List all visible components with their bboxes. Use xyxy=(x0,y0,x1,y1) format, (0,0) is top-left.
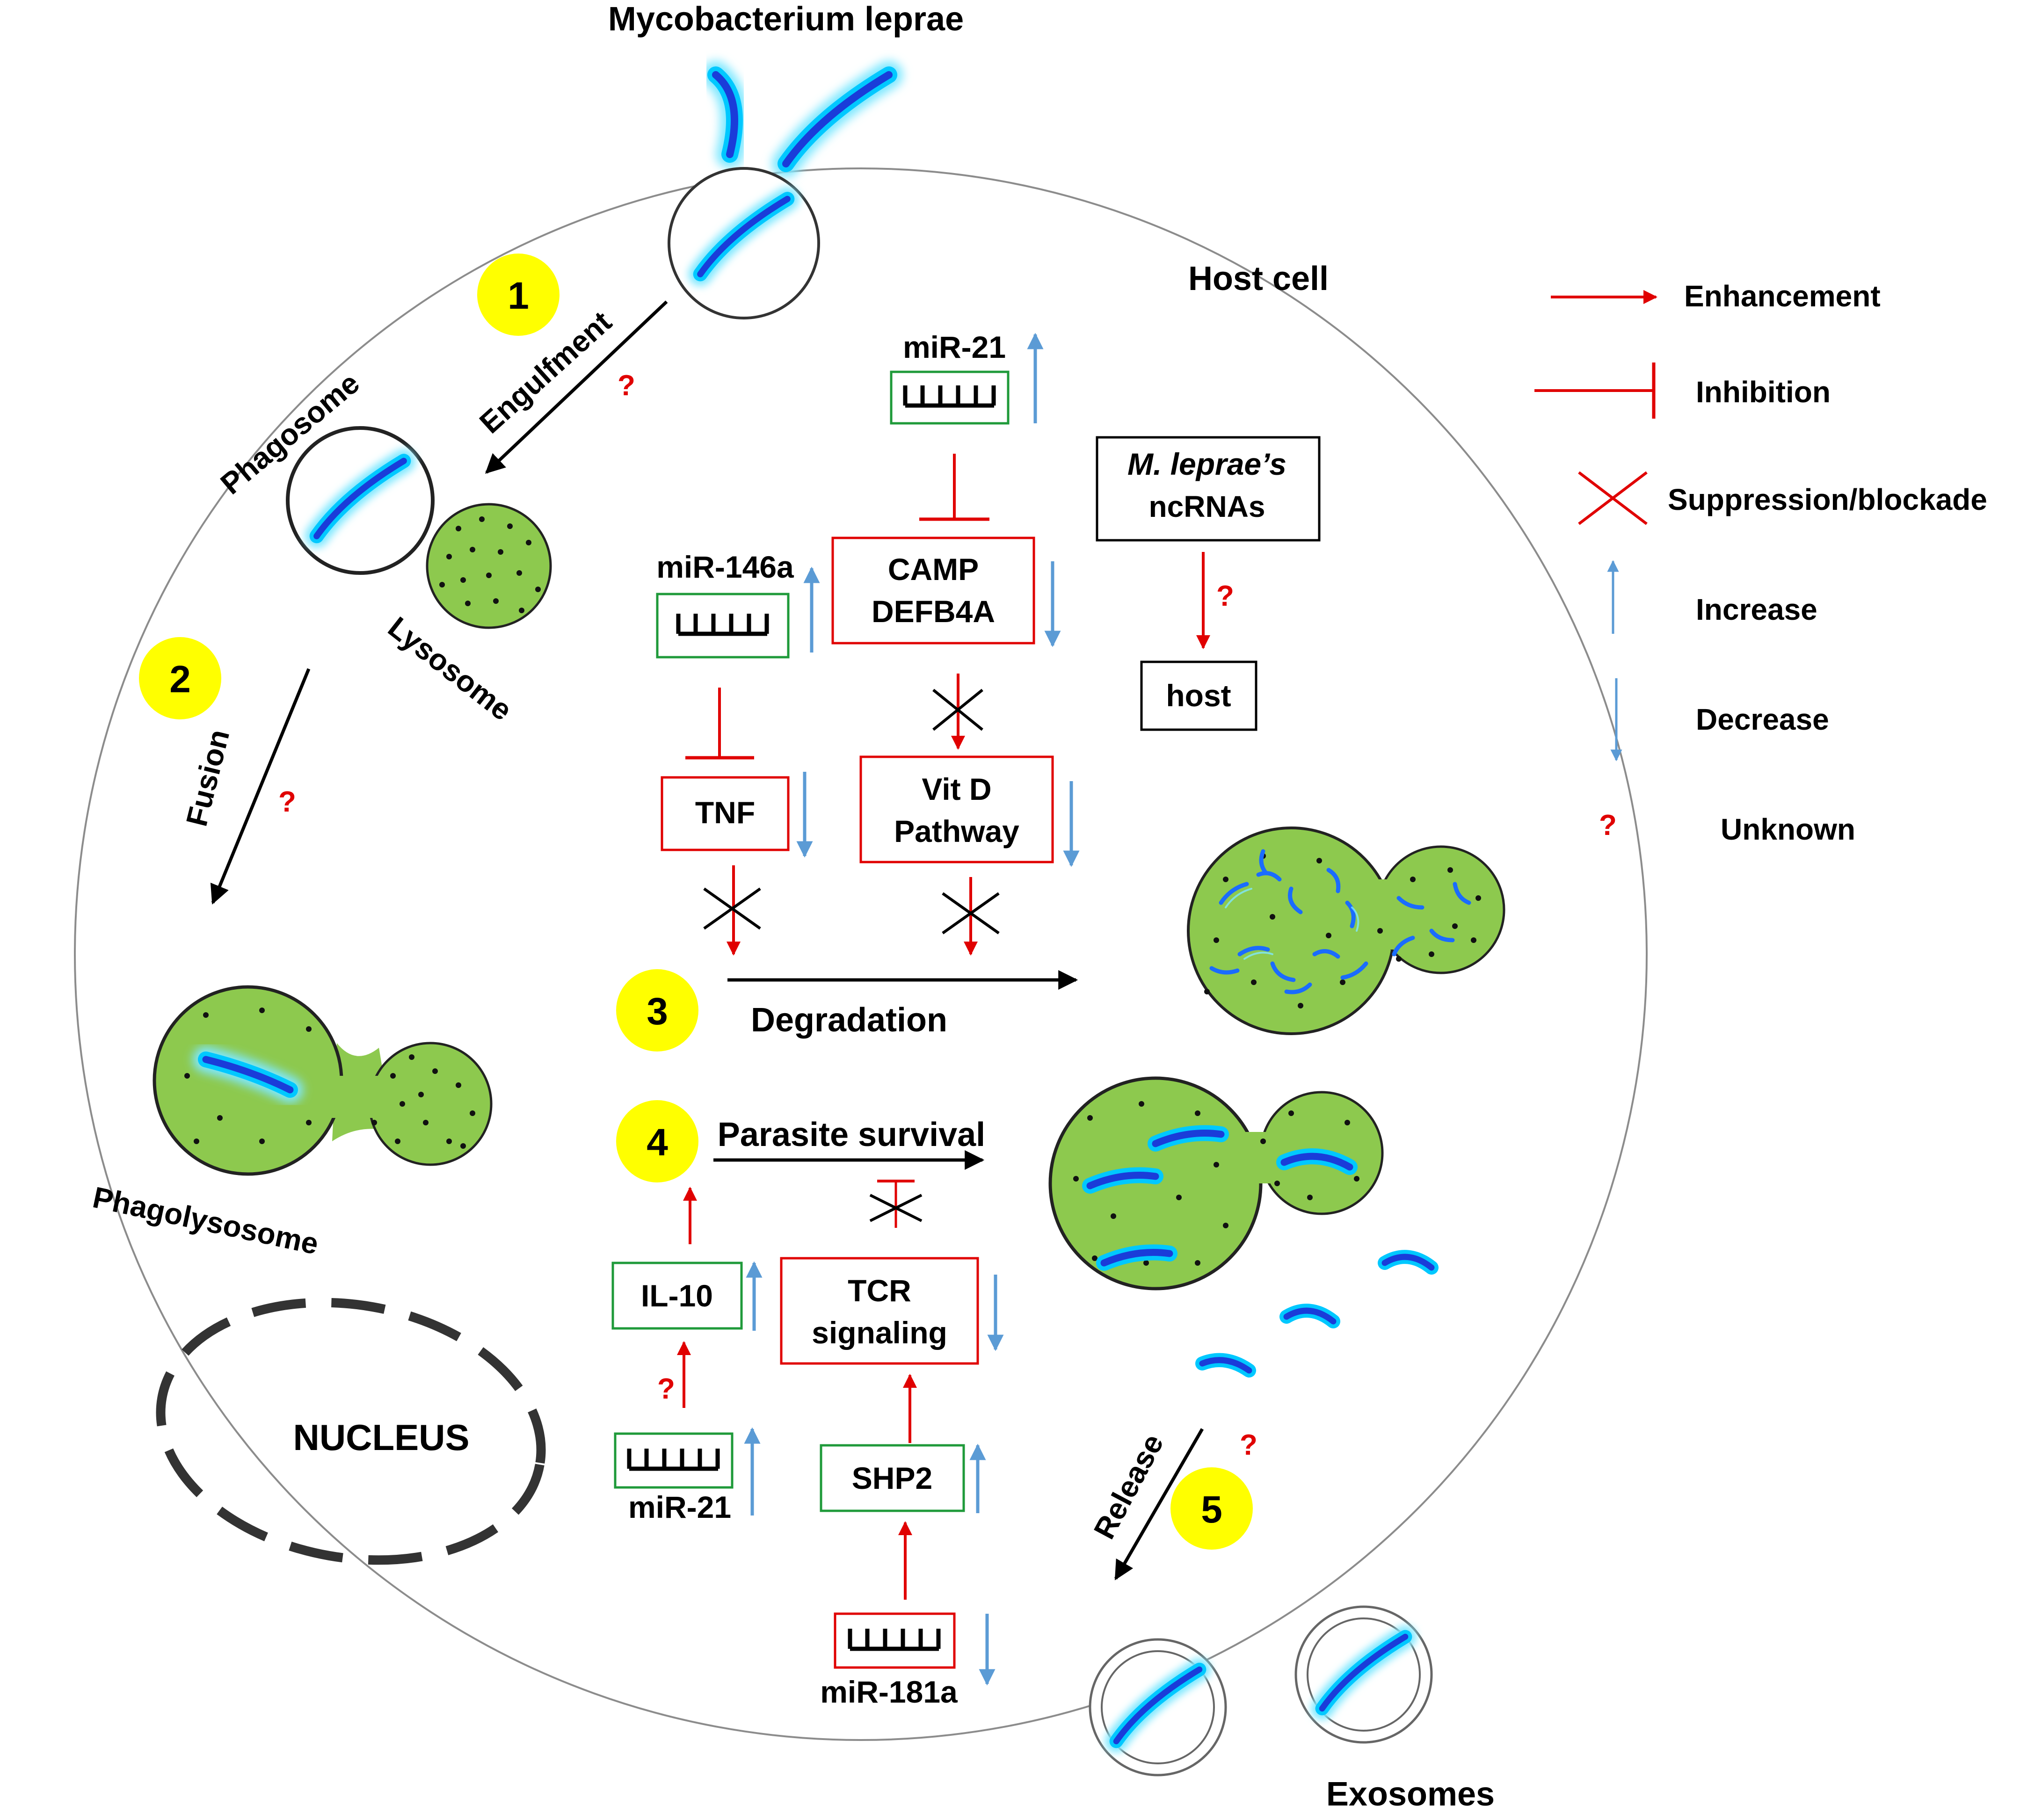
tnf-label: TNF xyxy=(695,795,755,830)
tcr-label-line2: signaling xyxy=(812,1315,947,1350)
phagolysosome-label: Phagolysosome xyxy=(90,1180,321,1261)
parasite-survival-label: Parasite survival xyxy=(718,1116,985,1153)
exosomes-label: Exosomes xyxy=(1326,1776,1495,1813)
engulfment-unknown: ? xyxy=(618,370,635,402)
mleprae-label: M. leprae’s xyxy=(1127,447,1286,481)
tnf-box xyxy=(661,776,790,851)
legend-unknown-label: Unknown xyxy=(1721,812,1855,846)
ncrna-host-unknown: ? xyxy=(1216,580,1234,612)
legend: Enhancement Inhibition Suppression/block… xyxy=(1534,279,1987,846)
exosome-2 xyxy=(1294,1605,1433,1744)
release-unknown: ? xyxy=(1240,1429,1257,1461)
fusion-arrow xyxy=(210,668,311,905)
legend-unknown: ? Unknown xyxy=(1599,809,1855,846)
il10-box xyxy=(611,1262,743,1330)
mycobacterium-label: Mycobacterium leprae xyxy=(608,0,964,38)
step-4-number: 4 xyxy=(647,1121,668,1164)
il10-label: IL-10 xyxy=(641,1278,713,1313)
surviving-phagolysosome xyxy=(1048,1076,1384,1291)
vitd-label-line1: Vit D xyxy=(922,772,991,806)
nucleus xyxy=(156,1298,546,1565)
degradation-label: Degradation xyxy=(751,1001,947,1039)
tcr-survival-blocked-inhibition xyxy=(869,1180,923,1228)
legend-decrease-label: Decrease xyxy=(1696,703,1829,736)
nucleus-label: NUCLEUS xyxy=(293,1417,469,1458)
mir146a-label: miR-146a xyxy=(656,550,794,584)
bacterium-top-right xyxy=(786,75,889,164)
released-bacteria xyxy=(1195,1250,1439,1378)
vitd-box xyxy=(859,755,1054,863)
step-1-number: 1 xyxy=(508,275,529,317)
ncrna-box xyxy=(1096,436,1321,542)
host-cell-label: Host cell xyxy=(1188,260,1329,297)
ncrnas-label: ncRNAs xyxy=(1149,490,1265,523)
phagolysosome-left xyxy=(153,985,493,1176)
mir146a-tnf-inhibition xyxy=(685,688,754,760)
legend-suppression-label: Suppression/blockade xyxy=(1668,483,1987,516)
host-cell-membrane xyxy=(74,167,1648,1741)
legend-decrease: Decrease xyxy=(1610,678,1829,761)
mir21-bottom-label: miR-21 xyxy=(628,1490,731,1524)
engulfment-arrow xyxy=(485,300,668,474)
camp-label: CAMP xyxy=(888,552,979,587)
release-label: Release xyxy=(1087,1428,1170,1544)
release-arrow xyxy=(1114,1428,1204,1581)
step-3-badge xyxy=(616,969,698,1051)
degrading-phagolysosome xyxy=(1187,827,1505,1035)
mir21-camp-inhibition xyxy=(919,454,989,521)
step-3-number: 3 xyxy=(647,990,668,1033)
legend-increase-label: Increase xyxy=(1696,593,1817,626)
mir21-bottom-box xyxy=(614,1432,734,1489)
legend-enhancement: Enhancement xyxy=(1551,279,1881,313)
vitd-degradation-blockade xyxy=(942,892,1000,935)
vitd-label-line2: Pathway xyxy=(894,814,1019,848)
defb4a-label: DEFB4A xyxy=(872,594,995,629)
shp2-label: SHP2 xyxy=(852,1461,932,1495)
mir21-il10-unknown: ? xyxy=(657,1373,675,1405)
host-box xyxy=(1140,660,1257,731)
tcr-label-line1: TCR xyxy=(848,1273,911,1308)
legend-inhibition: Inhibition xyxy=(1534,363,1831,419)
fusion-unknown: ? xyxy=(278,786,296,818)
fusion-label: Fusion xyxy=(180,726,236,829)
lysosome xyxy=(426,503,552,629)
step-5-badge xyxy=(1170,1467,1253,1550)
legend-inhibition-label: Inhibition xyxy=(1696,375,1831,409)
camp-vitd-blockade xyxy=(932,689,983,731)
legend-increase: Increase xyxy=(1607,560,1817,634)
step-5-number: 5 xyxy=(1201,1488,1222,1531)
host-label: host xyxy=(1166,678,1231,713)
mir21-top-box xyxy=(890,370,1010,425)
camp-box xyxy=(831,537,1035,645)
step-2-number: 2 xyxy=(169,658,191,701)
legend-suppression: Suppression/blockade xyxy=(1578,471,1987,525)
shp2-box xyxy=(820,1444,965,1512)
tnf-degradation-blockade xyxy=(703,887,761,930)
exosome-1 xyxy=(1089,1638,1227,1776)
step-2-badge xyxy=(139,637,221,719)
mir21-top-label: miR-21 xyxy=(903,330,1006,364)
mir181a-label: miR-181a xyxy=(820,1675,958,1709)
legend-enhancement-label: Enhancement xyxy=(1684,279,1881,313)
step-1-badge xyxy=(477,254,560,336)
mir181a-box xyxy=(834,1612,956,1669)
step-4-badge xyxy=(616,1100,698,1182)
legend-unknown-symbol: ? xyxy=(1599,809,1617,841)
bacterium-top-left xyxy=(702,61,749,168)
tcr-box xyxy=(780,1257,979,1365)
